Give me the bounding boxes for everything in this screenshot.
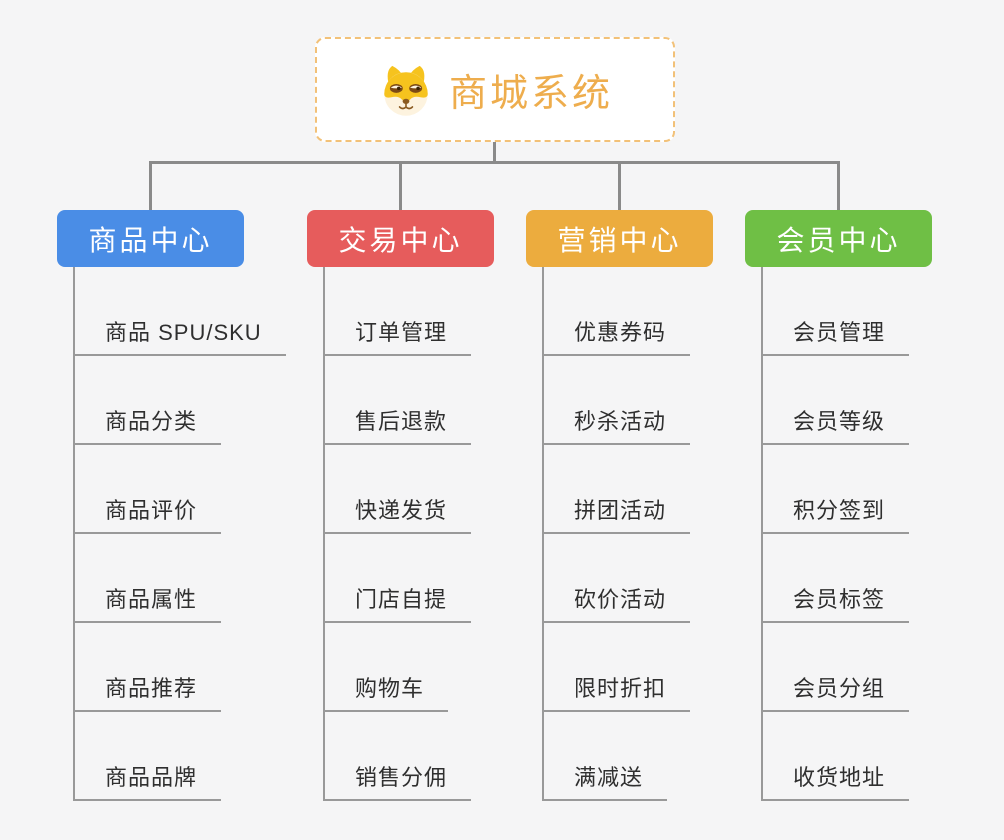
child-node[interactable]: 商品分类 <box>75 356 222 445</box>
branch-marketing-center: 营销中心 优惠券码 秒杀活动 拼团活动 砍价活动 限时折扣 满减送 <box>526 210 713 801</box>
child-node[interactable]: 售后退款 <box>325 356 472 445</box>
connector-drop-product <box>149 161 152 210</box>
branch-children: 优惠券码 秒杀活动 拼团活动 砍价活动 限时折扣 满减送 <box>542 267 713 801</box>
branch-product-center: 商品中心 商品 SPU/SKU 商品分类 商品评价 商品属性 商品推荐 商品品牌 <box>57 210 286 801</box>
child-node[interactable]: 收货地址 <box>763 712 910 801</box>
branch-trade-center: 交易中心 订单管理 售后退款 快递发货 门店自提 购物车 销售分佣 <box>307 210 494 801</box>
child-node[interactable]: 会员分组 <box>763 623 910 712</box>
child-node[interactable]: 快递发货 <box>325 445 472 534</box>
child-node[interactable]: 订单管理 <box>325 267 472 356</box>
branch-children: 会员管理 会员等级 积分签到 会员标签 会员分组 收货地址 <box>761 267 932 801</box>
child-node[interactable]: 会员等级 <box>763 356 910 445</box>
branch-header-trade-center[interactable]: 交易中心 <box>307 210 494 267</box>
connector-root-stem <box>493 142 496 164</box>
branch-children: 订单管理 售后退款 快递发货 门店自提 购物车 销售分佣 <box>323 267 494 801</box>
connector-drop-marketing <box>618 161 621 210</box>
child-node[interactable]: 门店自提 <box>325 534 472 623</box>
child-node[interactable]: 积分签到 <box>763 445 910 534</box>
branch-children: 商品 SPU/SKU 商品分类 商品评价 商品属性 商品推荐 商品品牌 <box>73 267 286 801</box>
branch-header-product-center[interactable]: 商品中心 <box>57 210 244 267</box>
child-node[interactable]: 商品品牌 <box>75 712 222 801</box>
child-node[interactable]: 优惠券码 <box>544 267 691 356</box>
connector-drop-member <box>837 161 840 210</box>
child-node[interactable]: 秒杀活动 <box>544 356 691 445</box>
child-node[interactable]: 商品推荐 <box>75 623 222 712</box>
connector-bus <box>149 161 840 164</box>
shiba-dog-icon <box>377 64 435 116</box>
child-node[interactable]: 满减送 <box>544 712 668 801</box>
child-node[interactable]: 购物车 <box>325 623 449 712</box>
root-title: 商城系统 <box>448 73 613 115</box>
child-node[interactable]: 会员标签 <box>763 534 910 623</box>
child-node[interactable]: 商品评价 <box>75 445 222 534</box>
connector-drop-trade <box>399 161 402 210</box>
child-node[interactable]: 商品属性 <box>75 534 222 623</box>
child-node[interactable]: 限时折扣 <box>544 623 691 712</box>
root-node[interactable]: 商城系统 <box>315 37 675 142</box>
child-node[interactable]: 商品 SPU/SKU <box>75 267 286 356</box>
child-node[interactable]: 会员管理 <box>763 267 910 356</box>
child-node[interactable]: 砍价活动 <box>544 534 691 623</box>
child-node[interactable]: 销售分佣 <box>325 712 472 801</box>
child-node[interactable]: 拼团活动 <box>544 445 691 534</box>
branch-header-marketing-center[interactable]: 营销中心 <box>526 210 713 267</box>
branch-member-center: 会员中心 会员管理 会员等级 积分签到 会员标签 会员分组 收货地址 <box>745 210 932 801</box>
branch-header-member-center[interactable]: 会员中心 <box>745 210 932 267</box>
